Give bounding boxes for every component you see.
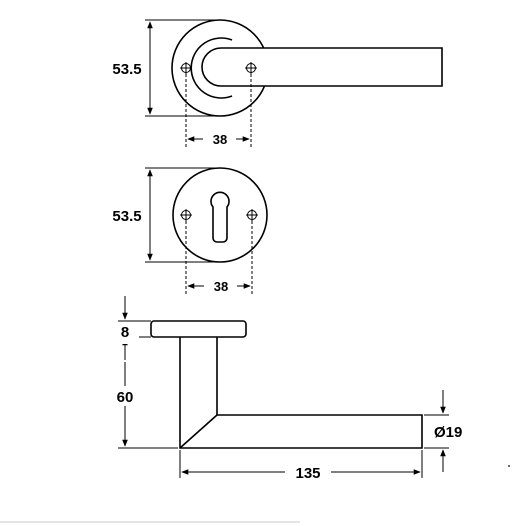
screw-symbol-left — [180, 62, 192, 74]
lever-side-profile — [179, 337, 423, 449]
lever-arm — [201, 47, 443, 87]
top-height-label: 53.5 — [112, 61, 141, 78]
screw-symbol-left — [180, 209, 192, 221]
escutcheon-outer-circle — [172, 167, 268, 263]
escutcheon-height-label: 53.5 — [112, 208, 141, 225]
lever-bend-line — [179, 414, 218, 449]
screw-symbol-right — [245, 62, 257, 74]
screw-symbol-right — [246, 209, 258, 221]
lever-rose-view — [145, 19, 443, 148]
euro-profile-cylinder-hole — [210, 191, 230, 243]
escutcheon-width-label: 38 — [214, 279, 228, 294]
neck-height-label: 60 — [117, 389, 134, 406]
lever-side-view — [118, 296, 449, 478]
top-width-label: 38 — [213, 132, 227, 147]
rose-thickness-label: 8 — [121, 324, 129, 341]
escutcheon-view — [145, 167, 268, 294]
stray-dot — [508, 465, 510, 467]
diameter-label: Ø19 — [434, 424, 462, 441]
rose-side — [150, 320, 247, 338]
length-label: 135 — [295, 465, 320, 482]
